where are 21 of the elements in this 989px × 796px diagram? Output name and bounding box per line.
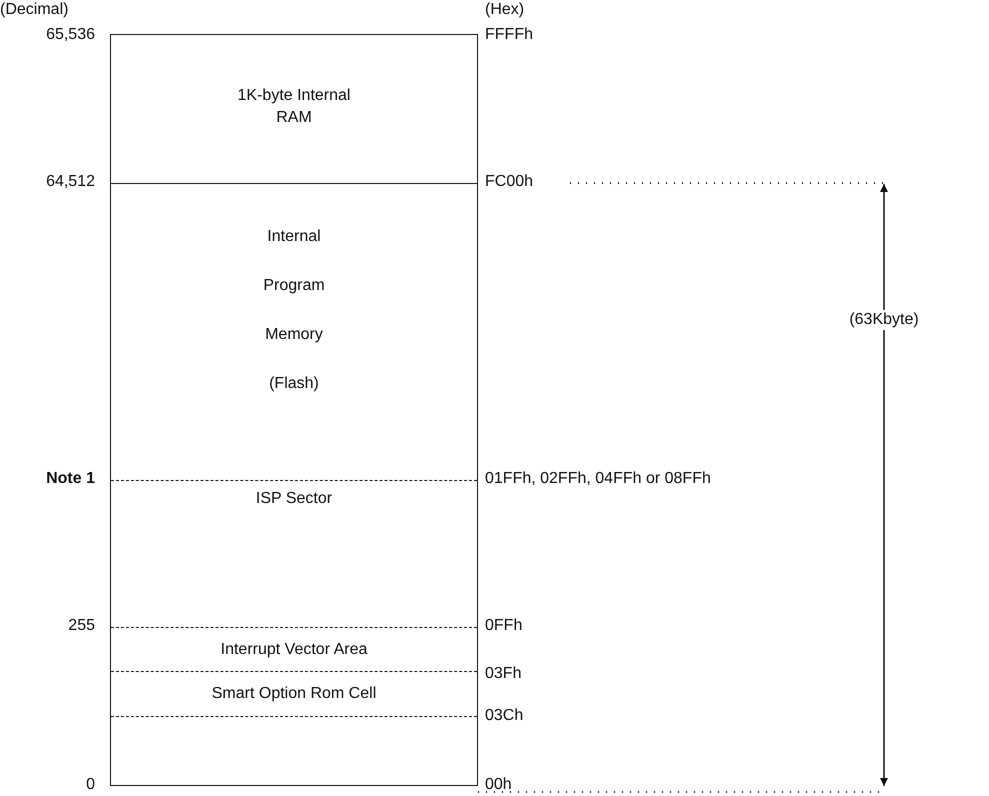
address-label: FFFFh xyxy=(485,25,533,45)
region-label: ISP Sector xyxy=(256,489,332,509)
address-label: 255 xyxy=(68,616,95,636)
address-label: 65,536 xyxy=(46,25,95,45)
region-label: Internal Program Memory (Flash) xyxy=(263,227,325,394)
address-label: (Decimal) xyxy=(0,0,68,20)
address-label: 03Fh xyxy=(485,664,522,684)
address-label: 0FFh xyxy=(485,616,522,636)
region-label: 1K-byte Internal RAM xyxy=(236,86,352,128)
address-label: Note 1 xyxy=(46,469,95,489)
memory-region xyxy=(111,671,477,717)
address-label: FC00h xyxy=(485,172,534,192)
dimension-label: (63Kbyte) xyxy=(849,310,919,330)
address-label: 01FFh, 02FFh, 04FFh or 08FFh xyxy=(485,469,711,489)
region-label: Interrupt Vector Area xyxy=(220,640,368,660)
region-label: Smart Option Rom Cell xyxy=(212,684,376,704)
address-label: (Hex) xyxy=(485,0,524,20)
address-label: 00h xyxy=(485,775,512,795)
address-label: 0 xyxy=(86,775,95,795)
address-label: 03Ch xyxy=(485,706,524,726)
address-label: 64,512 xyxy=(46,172,95,192)
